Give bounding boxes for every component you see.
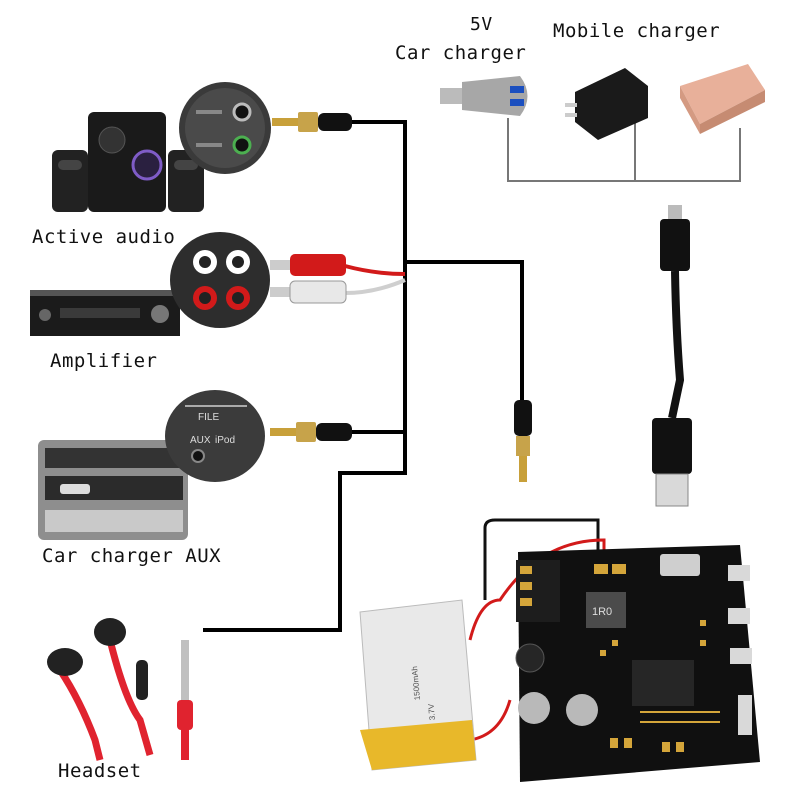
battery-voltage-text: 3.7V <box>427 703 437 721</box>
car-charger-label: Car charger <box>395 42 527 64</box>
usb-cable-icon <box>652 205 692 507</box>
amplifier-icon <box>30 290 180 336</box>
power-bank-icon <box>680 64 765 134</box>
battery-capacity-text: 1500mAh <box>410 666 422 701</box>
wall-charger-icon <box>565 68 648 140</box>
rca-red-plug-icon <box>270 254 346 276</box>
active-audio-label: Active audio <box>32 226 176 248</box>
aux-plug-icon <box>272 112 352 132</box>
amplifier-label: Amplifier <box>50 350 158 372</box>
speaker-jack-zoom-icon <box>179 82 271 174</box>
bluetooth-board-icon: 1R0 <box>515 545 760 782</box>
audio-bus-wires <box>203 120 524 632</box>
car-charger-aux-label: Car charger AUX <box>42 545 222 567</box>
aux-text: AUX <box>190 435 211 446</box>
rca-white-plug-icon <box>270 280 347 304</box>
aux-port-zoom-icon: FILE AUX iPod <box>165 390 265 482</box>
rca-jack-zoom-icon <box>170 232 270 328</box>
headset-label: Headset <box>58 760 142 782</box>
lithium-battery-icon: 1500mAh 3.7V <box>359 599 477 771</box>
charger-wires <box>507 118 741 182</box>
file-text: FILE <box>198 412 219 423</box>
car-stereo-icon <box>38 440 188 540</box>
speaker-system-icon <box>52 112 204 212</box>
five-volt-label: 5V <box>470 14 493 35</box>
car-charger-icon <box>440 76 528 116</box>
chip-label-text: 1R0 <box>592 606 612 618</box>
ipod-text: iPod <box>215 435 235 446</box>
board-aux-plug-icon <box>514 400 532 482</box>
aux-plug-icon <box>270 422 352 442</box>
headset-icon <box>47 618 193 761</box>
battery-wires <box>468 518 606 742</box>
rca-wires <box>344 264 406 295</box>
mobile-charger-label: Mobile charger <box>553 20 721 42</box>
